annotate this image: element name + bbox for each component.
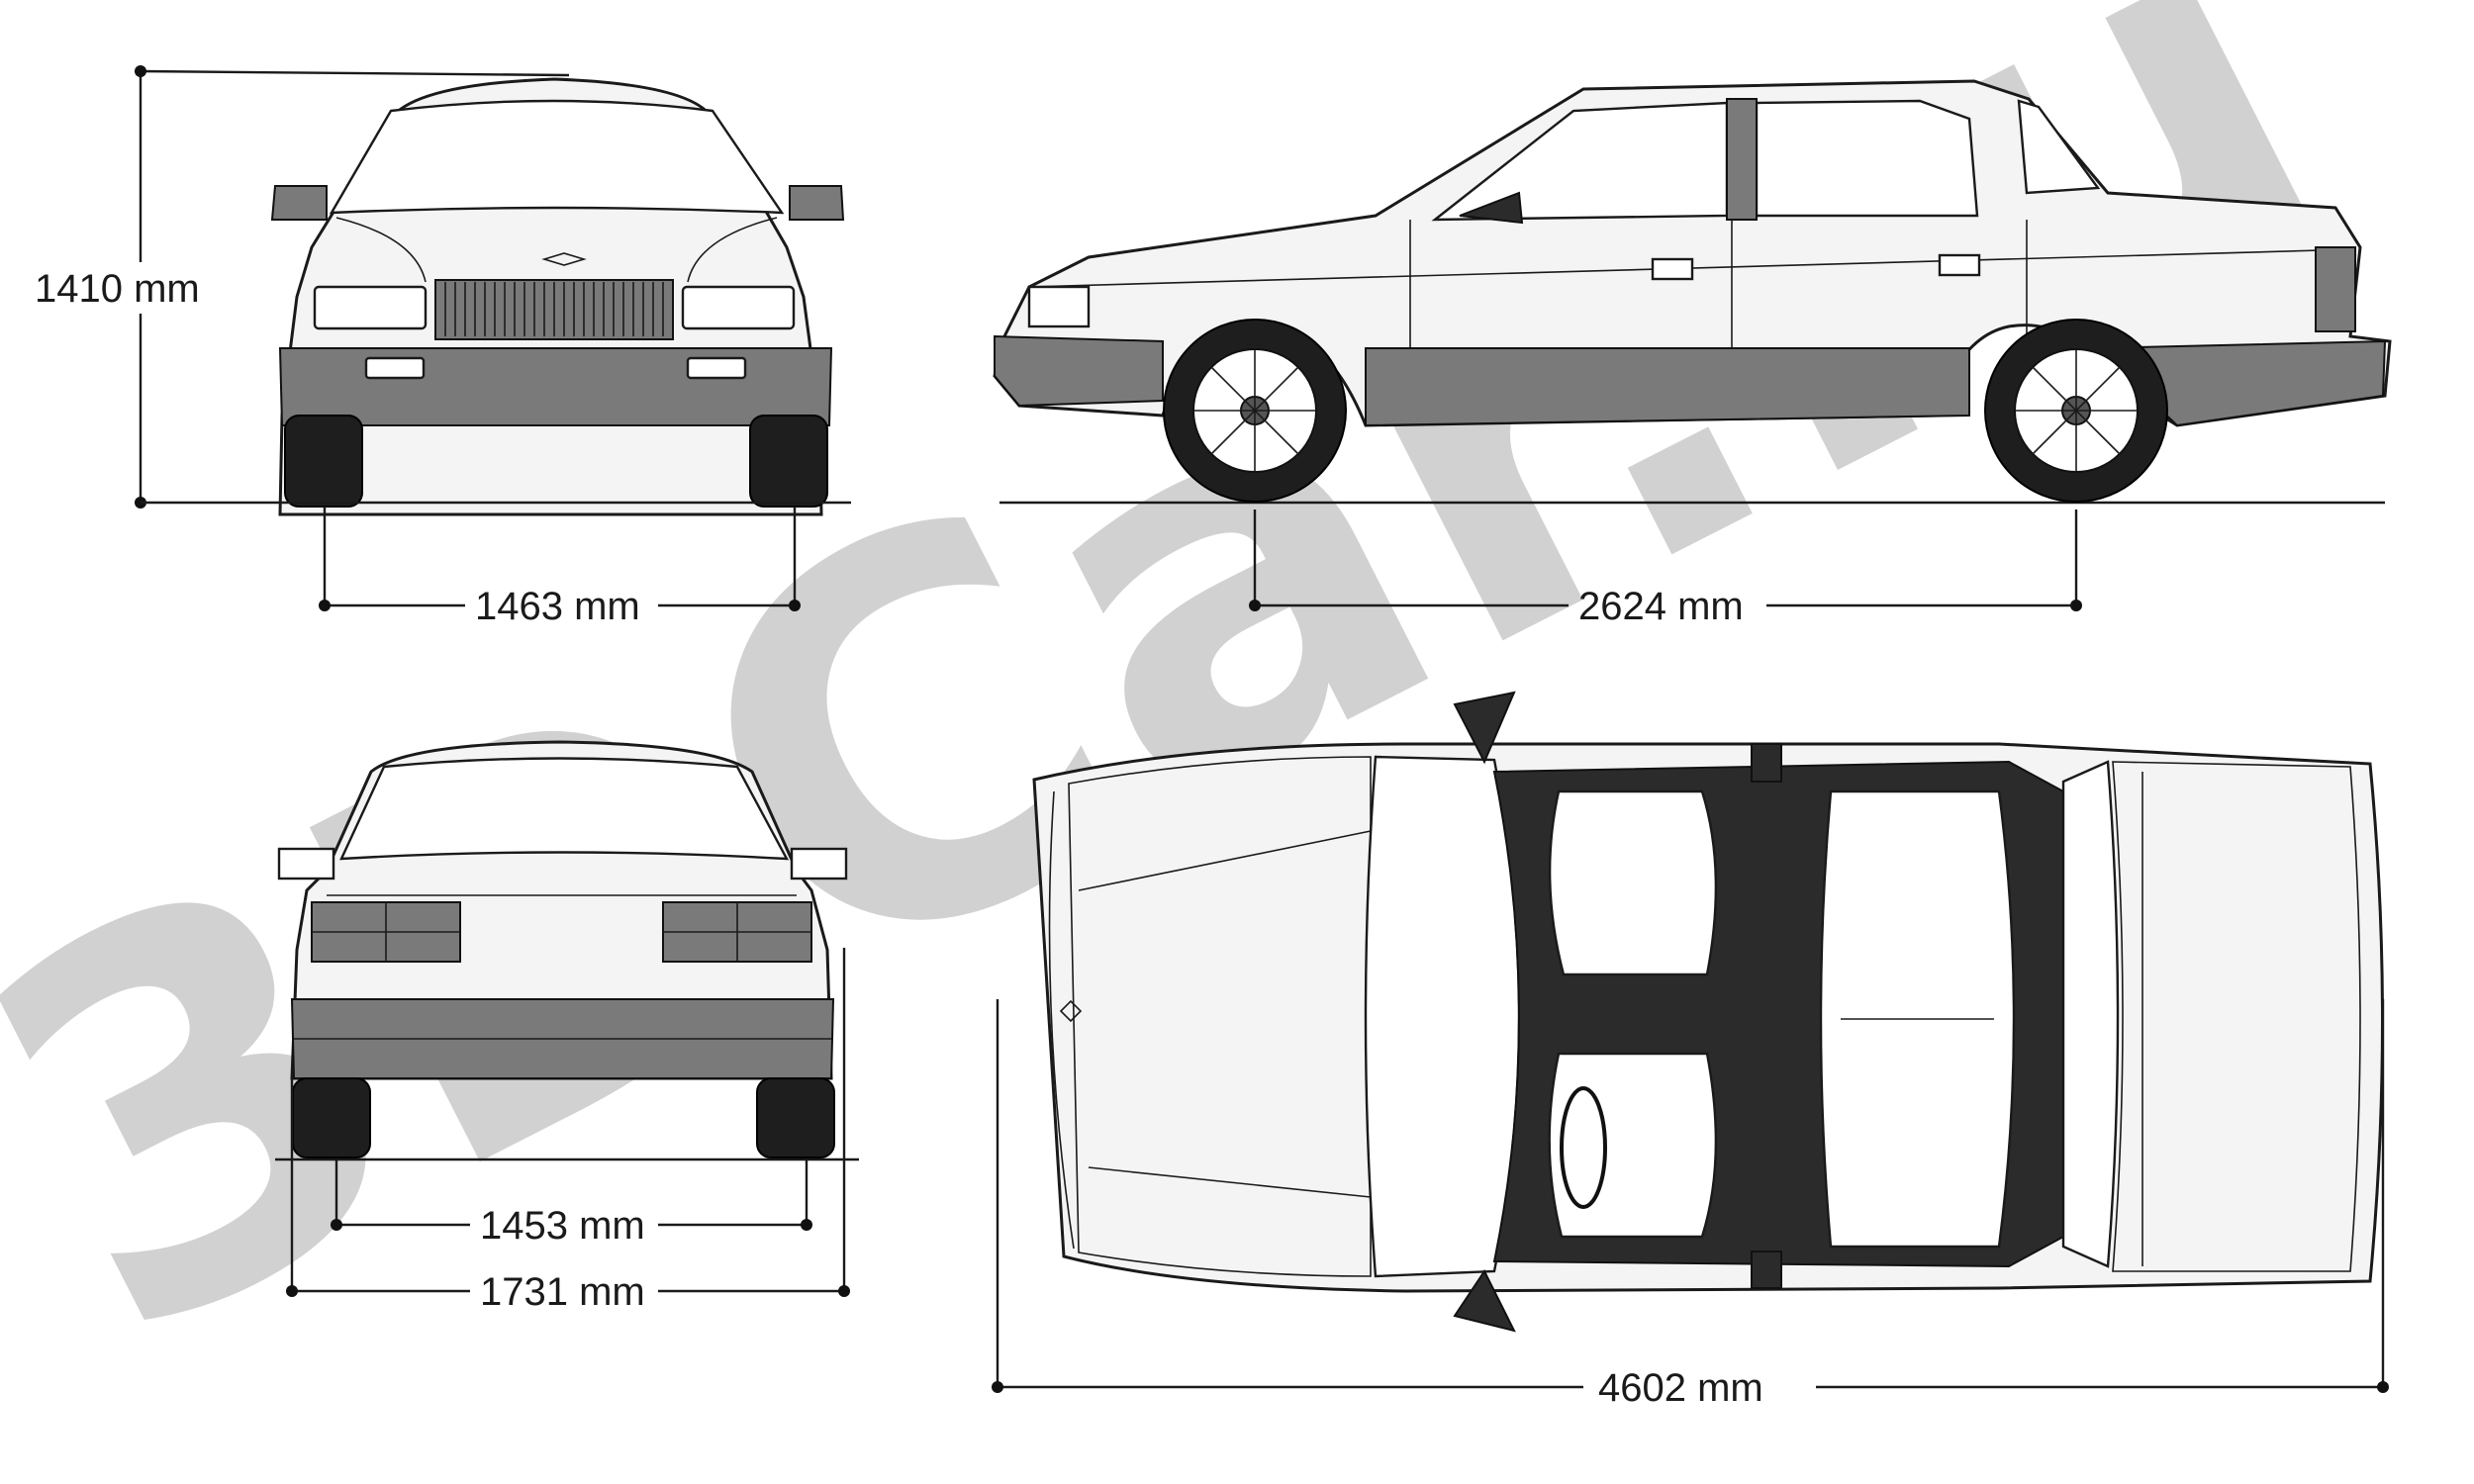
rear-wheel xyxy=(1984,319,2168,503)
rear-track-label: 1453 mm xyxy=(480,1204,645,1248)
top-view: 4602 mm xyxy=(992,691,2389,1410)
width-label: 1731 mm xyxy=(480,1270,645,1314)
wheelbase-label: 2624 mm xyxy=(1578,585,1744,628)
front-view: 1410 mm 1463 mm xyxy=(28,65,851,628)
front-track-label: 1463 mm xyxy=(475,585,640,628)
side-view: 2624 mm xyxy=(993,79,2392,628)
front-wheel xyxy=(1163,319,1347,503)
length-label: 4602 mm xyxy=(1598,1366,1763,1410)
height-label: 1410 mm xyxy=(35,267,200,311)
rear-view: 1453 mm 1731 mm xyxy=(275,740,859,1314)
